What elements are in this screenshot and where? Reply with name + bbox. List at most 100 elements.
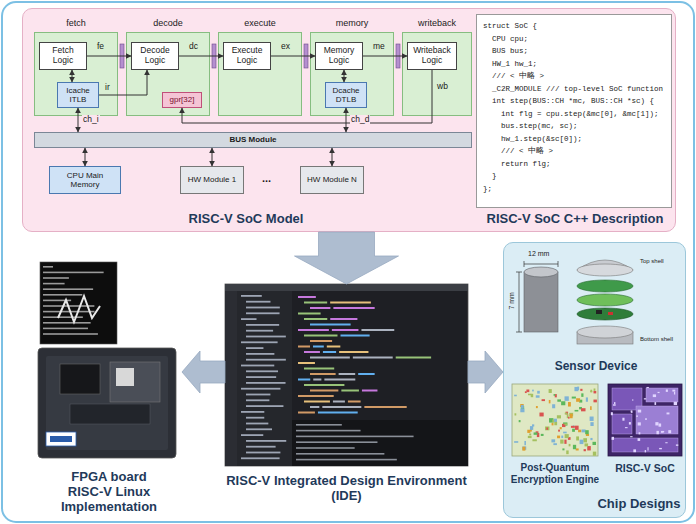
register-name: me	[373, 42, 385, 51]
cell	[590, 422, 593, 426]
cell	[576, 448, 579, 450]
cell	[576, 436, 579, 440]
activity-bar	[225, 291, 237, 466]
soc-chip-layout	[608, 384, 682, 456]
cell	[590, 390, 592, 392]
code-token	[310, 357, 350, 359]
cache-box: Icache ITLB	[57, 82, 99, 108]
connector	[87, 56, 131, 57]
file-entry	[246, 330, 273, 332]
terminal-line	[296, 430, 361, 432]
cell	[520, 409, 524, 413]
cell	[541, 434, 544, 436]
cell	[514, 441, 518, 443]
die	[512, 384, 598, 456]
pipeline-registers	[120, 44, 400, 68]
top-shell-rim	[577, 264, 633, 276]
cell	[575, 426, 579, 430]
cell	[565, 396, 569, 400]
caption: RISC-V SoC	[606, 462, 684, 474]
cell	[560, 427, 562, 429]
terminal-graphic	[58, 296, 100, 322]
cell	[661, 432, 664, 433]
cell	[564, 423, 567, 425]
terminal-line	[43, 311, 95, 313]
cell	[576, 398, 580, 402]
dimension: 12 mm	[528, 250, 549, 258]
code-token	[322, 406, 361, 408]
module-box: HW Module 1	[180, 166, 244, 194]
file-entry	[241, 457, 280, 459]
cell	[581, 393, 583, 396]
connector-strip	[70, 404, 150, 424]
code-line: /// < 中略 >	[483, 70, 665, 83]
fan	[116, 368, 134, 386]
code-token	[340, 335, 369, 337]
code-token	[310, 324, 351, 326]
file-entry	[246, 301, 270, 303]
die-block	[612, 438, 678, 452]
code-line: return flg;	[483, 158, 665, 171]
file-entry	[246, 405, 283, 407]
cell	[560, 440, 563, 444]
code-token	[304, 335, 337, 337]
cell	[631, 410, 633, 412]
box-label: Dcache DTLB	[329, 86, 363, 104]
cell	[542, 399, 545, 401]
dimension-tick	[558, 261, 559, 267]
cell	[529, 434, 531, 436]
cell	[577, 387, 579, 390]
cell	[653, 394, 656, 397]
code-line: struct SoC {	[483, 20, 665, 33]
file-entry	[246, 347, 263, 349]
terminal-screenshot	[40, 262, 117, 344]
file-entry	[241, 434, 263, 436]
cell	[557, 415, 561, 418]
cell	[521, 405, 524, 409]
connector	[363, 56, 407, 57]
code-line: int step(BUS::CH *mc, BUS::CH *sc) {	[483, 95, 665, 108]
cell	[659, 448, 662, 449]
cell	[674, 402, 677, 405]
cell	[568, 402, 571, 406]
cell	[537, 391, 540, 394]
box-label: Icache ITLB	[61, 86, 95, 104]
cell	[582, 429, 586, 432]
signal-name: ir	[104, 83, 111, 92]
code-box: struct SoC {CPU cpu;BUS bus;HW_1 hw_1;//…	[476, 14, 672, 208]
code-token	[304, 302, 327, 304]
file-entry	[246, 376, 276, 378]
terminal-window	[40, 262, 117, 344]
caption: RISC-V Integrated Design Environment (ID…	[225, 474, 468, 504]
cell	[536, 395, 540, 397]
cell	[668, 430, 671, 433]
cell	[554, 422, 557, 425]
box-label: CPU Main Memory	[53, 171, 117, 189]
terminal-lines	[43, 266, 104, 335]
cell	[561, 401, 565, 405]
code-token	[327, 346, 341, 348]
fpga-chip	[60, 364, 100, 394]
cell	[645, 450, 646, 452]
ellipsis: ...	[262, 172, 271, 184]
cell	[552, 420, 554, 423]
cell	[546, 427, 548, 429]
terminal-line	[43, 283, 65, 285]
file-entry	[246, 312, 280, 314]
cell	[586, 397, 588, 401]
cell	[522, 447, 525, 451]
cell	[514, 413, 516, 415]
pq-chip-layout	[512, 384, 598, 456]
code-token	[330, 302, 371, 304]
logic-box: Fetch Logic	[39, 42, 87, 70]
cell	[611, 412, 613, 415]
terminal-line	[43, 272, 104, 274]
caption: Post-Quantum Encryption Engine	[506, 462, 604, 485]
cell	[527, 430, 530, 433]
circuit-disk	[577, 280, 633, 292]
cell	[536, 406, 538, 408]
signal-name: ch_d	[350, 115, 370, 124]
cell	[545, 426, 549, 430]
code-token	[304, 351, 320, 353]
cell	[551, 439, 555, 442]
